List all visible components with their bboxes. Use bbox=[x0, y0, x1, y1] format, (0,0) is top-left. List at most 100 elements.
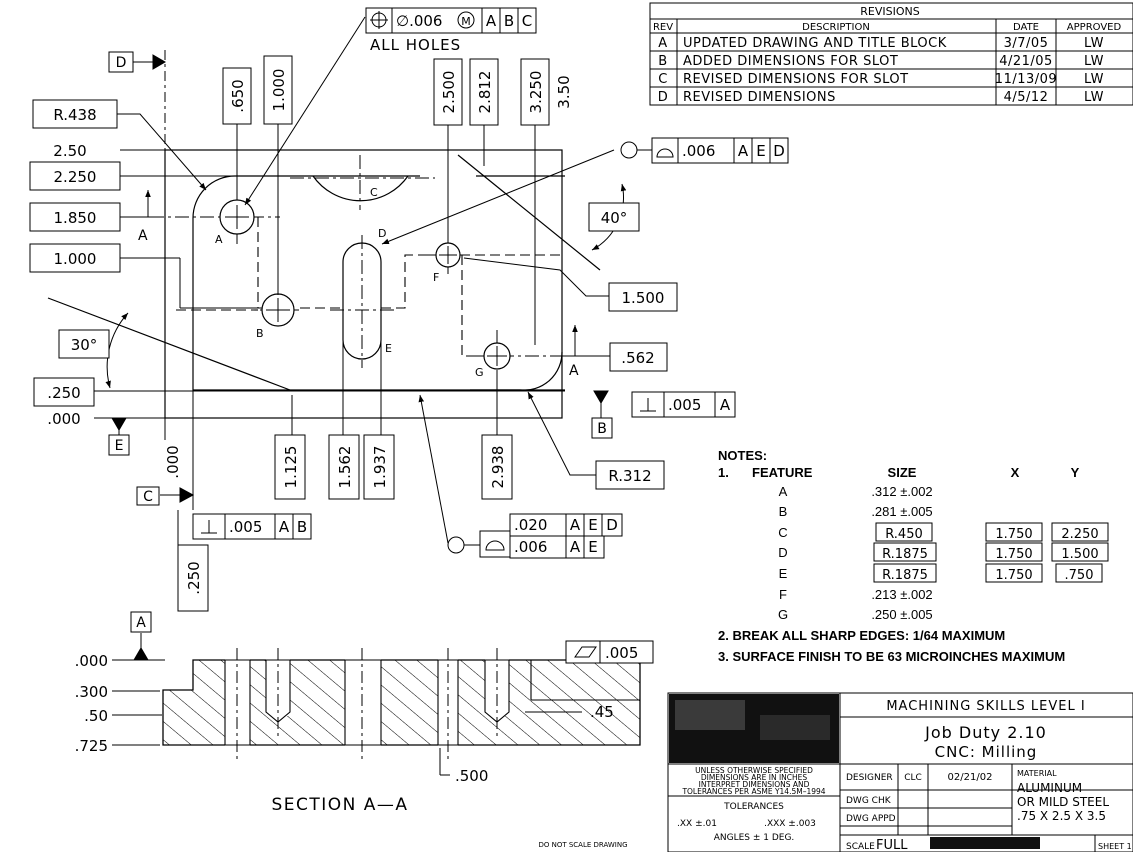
rev-row-d-desc: REVISED DIMENSIONS bbox=[683, 90, 836, 105]
rev-row-d-date: 4/5/12 bbox=[1004, 90, 1049, 105]
fcf-perp-left: .005 A B bbox=[192, 513, 312, 540]
dim-1-562: 1.562 bbox=[336, 446, 354, 489]
fcf-profile-top-ref-d: D bbox=[773, 142, 785, 160]
fcf-holes-ref-a: A bbox=[486, 12, 497, 30]
fcf-profile-top-value: .006 bbox=[682, 142, 715, 160]
notes-row-c-y: 2.250 bbox=[1061, 527, 1098, 542]
notes-row-d-y: 1.500 bbox=[1061, 547, 1098, 562]
dim-2-500: 2.500 bbox=[440, 71, 458, 114]
logo-area bbox=[669, 694, 1040, 849]
rev-row-d-approved: LW bbox=[1084, 90, 1104, 105]
material-line-3: .75 X 2.5 X 3.5 bbox=[1017, 809, 1106, 823]
dim-30-deg: 30° bbox=[71, 336, 98, 354]
datum-label-d: D bbox=[116, 55, 127, 71]
datum-label-c: C bbox=[143, 489, 153, 505]
notes-row-d-feature: D bbox=[778, 545, 787, 560]
holes bbox=[219, 199, 511, 370]
fcf-profile-bottom-row1-ref-d: D bbox=[606, 516, 618, 534]
dim-250: .250 bbox=[47, 384, 80, 402]
sheet-number: SHEET 1 OF 1 bbox=[1098, 842, 1133, 851]
notes-item1-label: FEATURE bbox=[752, 465, 813, 480]
dim-2-250: 2.250 bbox=[54, 168, 97, 186]
revisions-title: REVISIONS bbox=[860, 5, 919, 18]
tolerances-label: TOLERANCES bbox=[723, 802, 784, 812]
section-mark-a-right: A bbox=[569, 363, 579, 379]
dim-2-50: 2.50 bbox=[53, 142, 86, 160]
notes-row-a-feature: A bbox=[779, 484, 788, 499]
title-line-1: MACHINING SKILLS LEVEL I bbox=[886, 699, 1085, 714]
notes-item2: 2. BREAK ALL SHARP EDGES: 1/64 MAXIMUM bbox=[718, 628, 1005, 643]
notes-row-c-size: R.450 bbox=[885, 527, 923, 542]
notes-row-d-size: R.1875 bbox=[882, 547, 928, 562]
unless-line-1: UNLESS OTHERWISE SPECIFIED bbox=[695, 766, 813, 775]
material-line-1: ALUMINUM bbox=[1017, 781, 1082, 795]
hidden-lines bbox=[176, 217, 562, 357]
feature-letters: A B C D E F G bbox=[215, 186, 484, 379]
fcf-profile-bottom-row2-ref-a: A bbox=[570, 538, 581, 556]
fcf-profile-bottom-row2-value: .006 bbox=[514, 538, 547, 556]
section-dim-500: .500 bbox=[455, 767, 488, 785]
feature-label-d: D bbox=[378, 227, 386, 240]
left-dimensions: R.438 2.50 2.250 1.850 1.000 30° .250 .0… bbox=[29, 99, 209, 612]
section-dim-300: .300 bbox=[75, 683, 108, 701]
rev-row-b-approved: LW bbox=[1084, 54, 1104, 69]
fcf-holes-ref-c: C bbox=[522, 12, 532, 30]
fcf-profile-bottom-row2-ref-e: E bbox=[588, 538, 597, 556]
rev-row-a-rev: A bbox=[658, 36, 667, 51]
fcf-all-holes: ∅.006 M A B C ALL HOLES bbox=[365, 7, 537, 54]
rev-row-a-approved: LW bbox=[1084, 36, 1104, 51]
title-block-text: MACHINING SKILLS LEVEL I Job Duty 2.10 C… bbox=[677, 699, 1133, 852]
rev-row-b-rev: B bbox=[658, 54, 667, 69]
feature-label-f: F bbox=[433, 271, 439, 284]
rev-header-rev: REV bbox=[653, 22, 673, 33]
dim-562: .562 bbox=[621, 349, 654, 367]
notes-row-a-size: .312 ±.002 bbox=[871, 484, 932, 499]
dim-650: .650 bbox=[229, 79, 247, 112]
fcf-profile-bottom-row1-value: .020 bbox=[514, 516, 547, 534]
dim-r438: R.438 bbox=[53, 106, 96, 124]
rev-header-approved: APPROVED bbox=[1067, 22, 1122, 33]
dim-2-812: 2.812 bbox=[476, 71, 494, 114]
notes-row-g-size: .250 ±.005 bbox=[871, 607, 932, 622]
redacted-drawing-number bbox=[930, 837, 1040, 849]
notes-row-c-feature: C bbox=[778, 525, 787, 540]
rev-row-c-desc: REVISED DIMENSIONS FOR SLOT bbox=[683, 72, 909, 87]
notes-row-c-x: 1.750 bbox=[995, 527, 1032, 542]
feature-label-a: A bbox=[215, 233, 223, 246]
dimension-lines bbox=[94, 16, 627, 545]
fcf-profile-top-ref-a: A bbox=[738, 142, 749, 160]
notes-row-e-x: 1.750 bbox=[995, 568, 1032, 583]
fcf-perp-left-value: .005 bbox=[229, 518, 262, 536]
notes-block: NOTES: 1. FEATURE SIZE X Y A .312 ±.002 … bbox=[718, 448, 1109, 664]
datum-label-a-section: A bbox=[136, 615, 146, 631]
notes-col-x: X bbox=[1011, 465, 1020, 480]
notes-col-size: SIZE bbox=[888, 465, 917, 480]
notes-row-e-size: R.1875 bbox=[882, 568, 928, 583]
right-dimensions: 40° 1.500 .562 R.312 bbox=[588, 202, 678, 490]
unless-line-2: DIMENSIONS ARE IN INCHES bbox=[701, 773, 808, 782]
section-dim-50: .50 bbox=[84, 707, 108, 725]
fcf-all-holes-note: ALL HOLES bbox=[370, 36, 461, 54]
notes-row-e-y: .750 bbox=[1065, 568, 1094, 583]
dim-250-vertical: .250 bbox=[185, 561, 203, 594]
fcf-profile-bottom-row1-ref-a: A bbox=[570, 516, 581, 534]
dim-3-250: 3.250 bbox=[527, 71, 545, 114]
section-view: .000 .300 .50 .725 .45 .500 .005 SECTION… bbox=[75, 640, 654, 849]
section-dim-45: .45 bbox=[590, 703, 614, 721]
scale-value: FULL bbox=[876, 838, 908, 852]
dim-1-000-top: 1.000 bbox=[270, 69, 288, 112]
designer-label: DESIGNER bbox=[846, 773, 893, 783]
title-line-3: CNC: Milling bbox=[935, 743, 1038, 761]
bottom-dimensions: 1.125 1.562 1.937 2.938 bbox=[274, 434, 513, 500]
material-line-2: OR MILD STEEL bbox=[1017, 795, 1109, 809]
title-block bbox=[667, 692, 1133, 852]
dwg-appd-label: DWG APPD bbox=[846, 814, 896, 824]
rev-row-a-date: 3/7/05 bbox=[1004, 36, 1049, 51]
feature-label-b: B bbox=[256, 327, 264, 340]
dim-r312: R.312 bbox=[608, 467, 651, 485]
tolerance-xx: .XX ±.01 bbox=[677, 819, 717, 829]
fcf-perp-left-ref-a: A bbox=[279, 518, 290, 536]
fcf-flatness-value: .005 bbox=[605, 644, 638, 662]
